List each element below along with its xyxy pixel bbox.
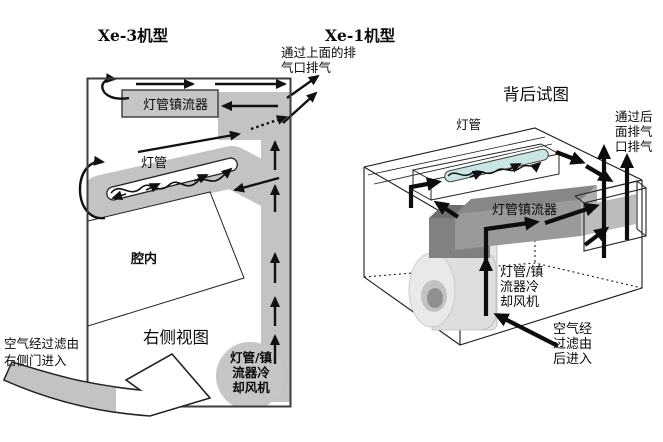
top-face-groove-1 (367, 136, 546, 176)
xe1-title: Xe-1机型 (325, 26, 396, 45)
top-face-groove-2 (373, 143, 553, 185)
box-top-back-edges (363, 127, 643, 181)
ballast-top (455, 185, 597, 214)
arrow-above-lamp (137, 130, 241, 154)
top-exhaust-note-line1: 通过上面的排 (281, 45, 357, 60)
lamp-wave-arrow-left (111, 190, 127, 201)
lamp-wave-arrow-r1 (469, 170, 484, 181)
arrow-exhaust-2 (282, 91, 318, 124)
arrow-into-channel (408, 177, 442, 208)
lamp-label-right: 灯管 (456, 117, 481, 132)
ballast-label-left: 灯管镇流器 (143, 98, 208, 113)
inlet-note-right-line2: 过滤由 (553, 337, 592, 352)
top-exhaust-note-line2: 气口排气 (281, 60, 332, 75)
arrow-to-vent (544, 202, 600, 225)
ballast-label-right: 灯管镇流器 (492, 203, 557, 218)
arrow-dotted (250, 115, 288, 131)
inlet-note-right-line3: 后进入 (553, 352, 592, 367)
lamp-wave-path-right (447, 161, 542, 177)
fan-label-right-line3: 却风机 (500, 295, 539, 310)
lamp-wave-left (110, 167, 233, 201)
ballast-box (121, 89, 219, 118)
xe1-back-view-diagram: Xe-1机型 背后试图 灯管 通过后 面排气 口排气 灯管镇流器 灯管/镇 流器… (325, 26, 653, 367)
arrow-loop-up (433, 200, 460, 219)
fan-label-left-line2: 流器冷 (232, 365, 270, 380)
channel-front-bottom (430, 154, 560, 201)
arrow-vent-small (583, 226, 610, 247)
fan-label-right-line2: 流器冷 (500, 280, 539, 295)
arrow-elbow-left (233, 176, 280, 193)
side-view-label: 右侧视图 (143, 328, 209, 347)
inlet-note-left-line2: 右侧门进入 (4, 353, 67, 368)
fan-hub-hole (427, 288, 443, 308)
cooling-fan-circle (216, 342, 284, 406)
cavity-label: 腔内 (130, 251, 157, 267)
rear-exhaust-note-line1: 通过后 (615, 109, 653, 124)
lamp-wave-arrow-r2 (507, 163, 522, 173)
flow-arrows-right (408, 144, 634, 348)
back-view-label: 背后试图 (503, 85, 569, 104)
rear-exhaust-note-line2: 面排气 (615, 124, 653, 139)
arrow-junction-right (483, 216, 540, 262)
vent-connectors (574, 180, 647, 237)
xe3-side-view-diagram: Xe-3机型 通过上面的排 气口排气 灯管镇流器 灯管 腔内 右侧视图 灯管/镇… (2, 26, 357, 417)
xe3-title: Xe-3机型 (98, 26, 169, 45)
fan-assembly (408, 239, 498, 331)
fan-label-right-line1: 灯管/镇 (500, 265, 543, 280)
fan-label-left-line1: 灯管/镇 (230, 350, 273, 365)
arrow-channel-exit-2 (584, 164, 614, 183)
intake-swoosh-gray-tail (3, 361, 116, 413)
arrow-loop-lamp (78, 155, 106, 220)
lamp-label-left: 灯管 (141, 156, 167, 171)
inlet-note-left-line1: 空气经过滤由 (4, 336, 79, 351)
arrow-inlet-rear (493, 313, 559, 348)
lamp-wave-arrow-1 (145, 183, 161, 193)
box-hidden-bottom-edges (363, 262, 643, 289)
duct-top-block (218, 92, 290, 140)
arrow-exhaust-1 (286, 74, 320, 99)
rear-exhaust-note-line3: 口排气 (615, 139, 653, 154)
cabinet-outline (86, 77, 292, 408)
lamp-wave-right (447, 161, 542, 181)
lamp-wave-arrow-2 (193, 174, 209, 184)
flow-arrows-left (78, 73, 320, 364)
inlet-note-right-line1: 空气经 (553, 321, 592, 337)
arrow-channel-exit-1 (555, 150, 586, 165)
fan-label-left-line3: 却风机 (232, 380, 270, 395)
